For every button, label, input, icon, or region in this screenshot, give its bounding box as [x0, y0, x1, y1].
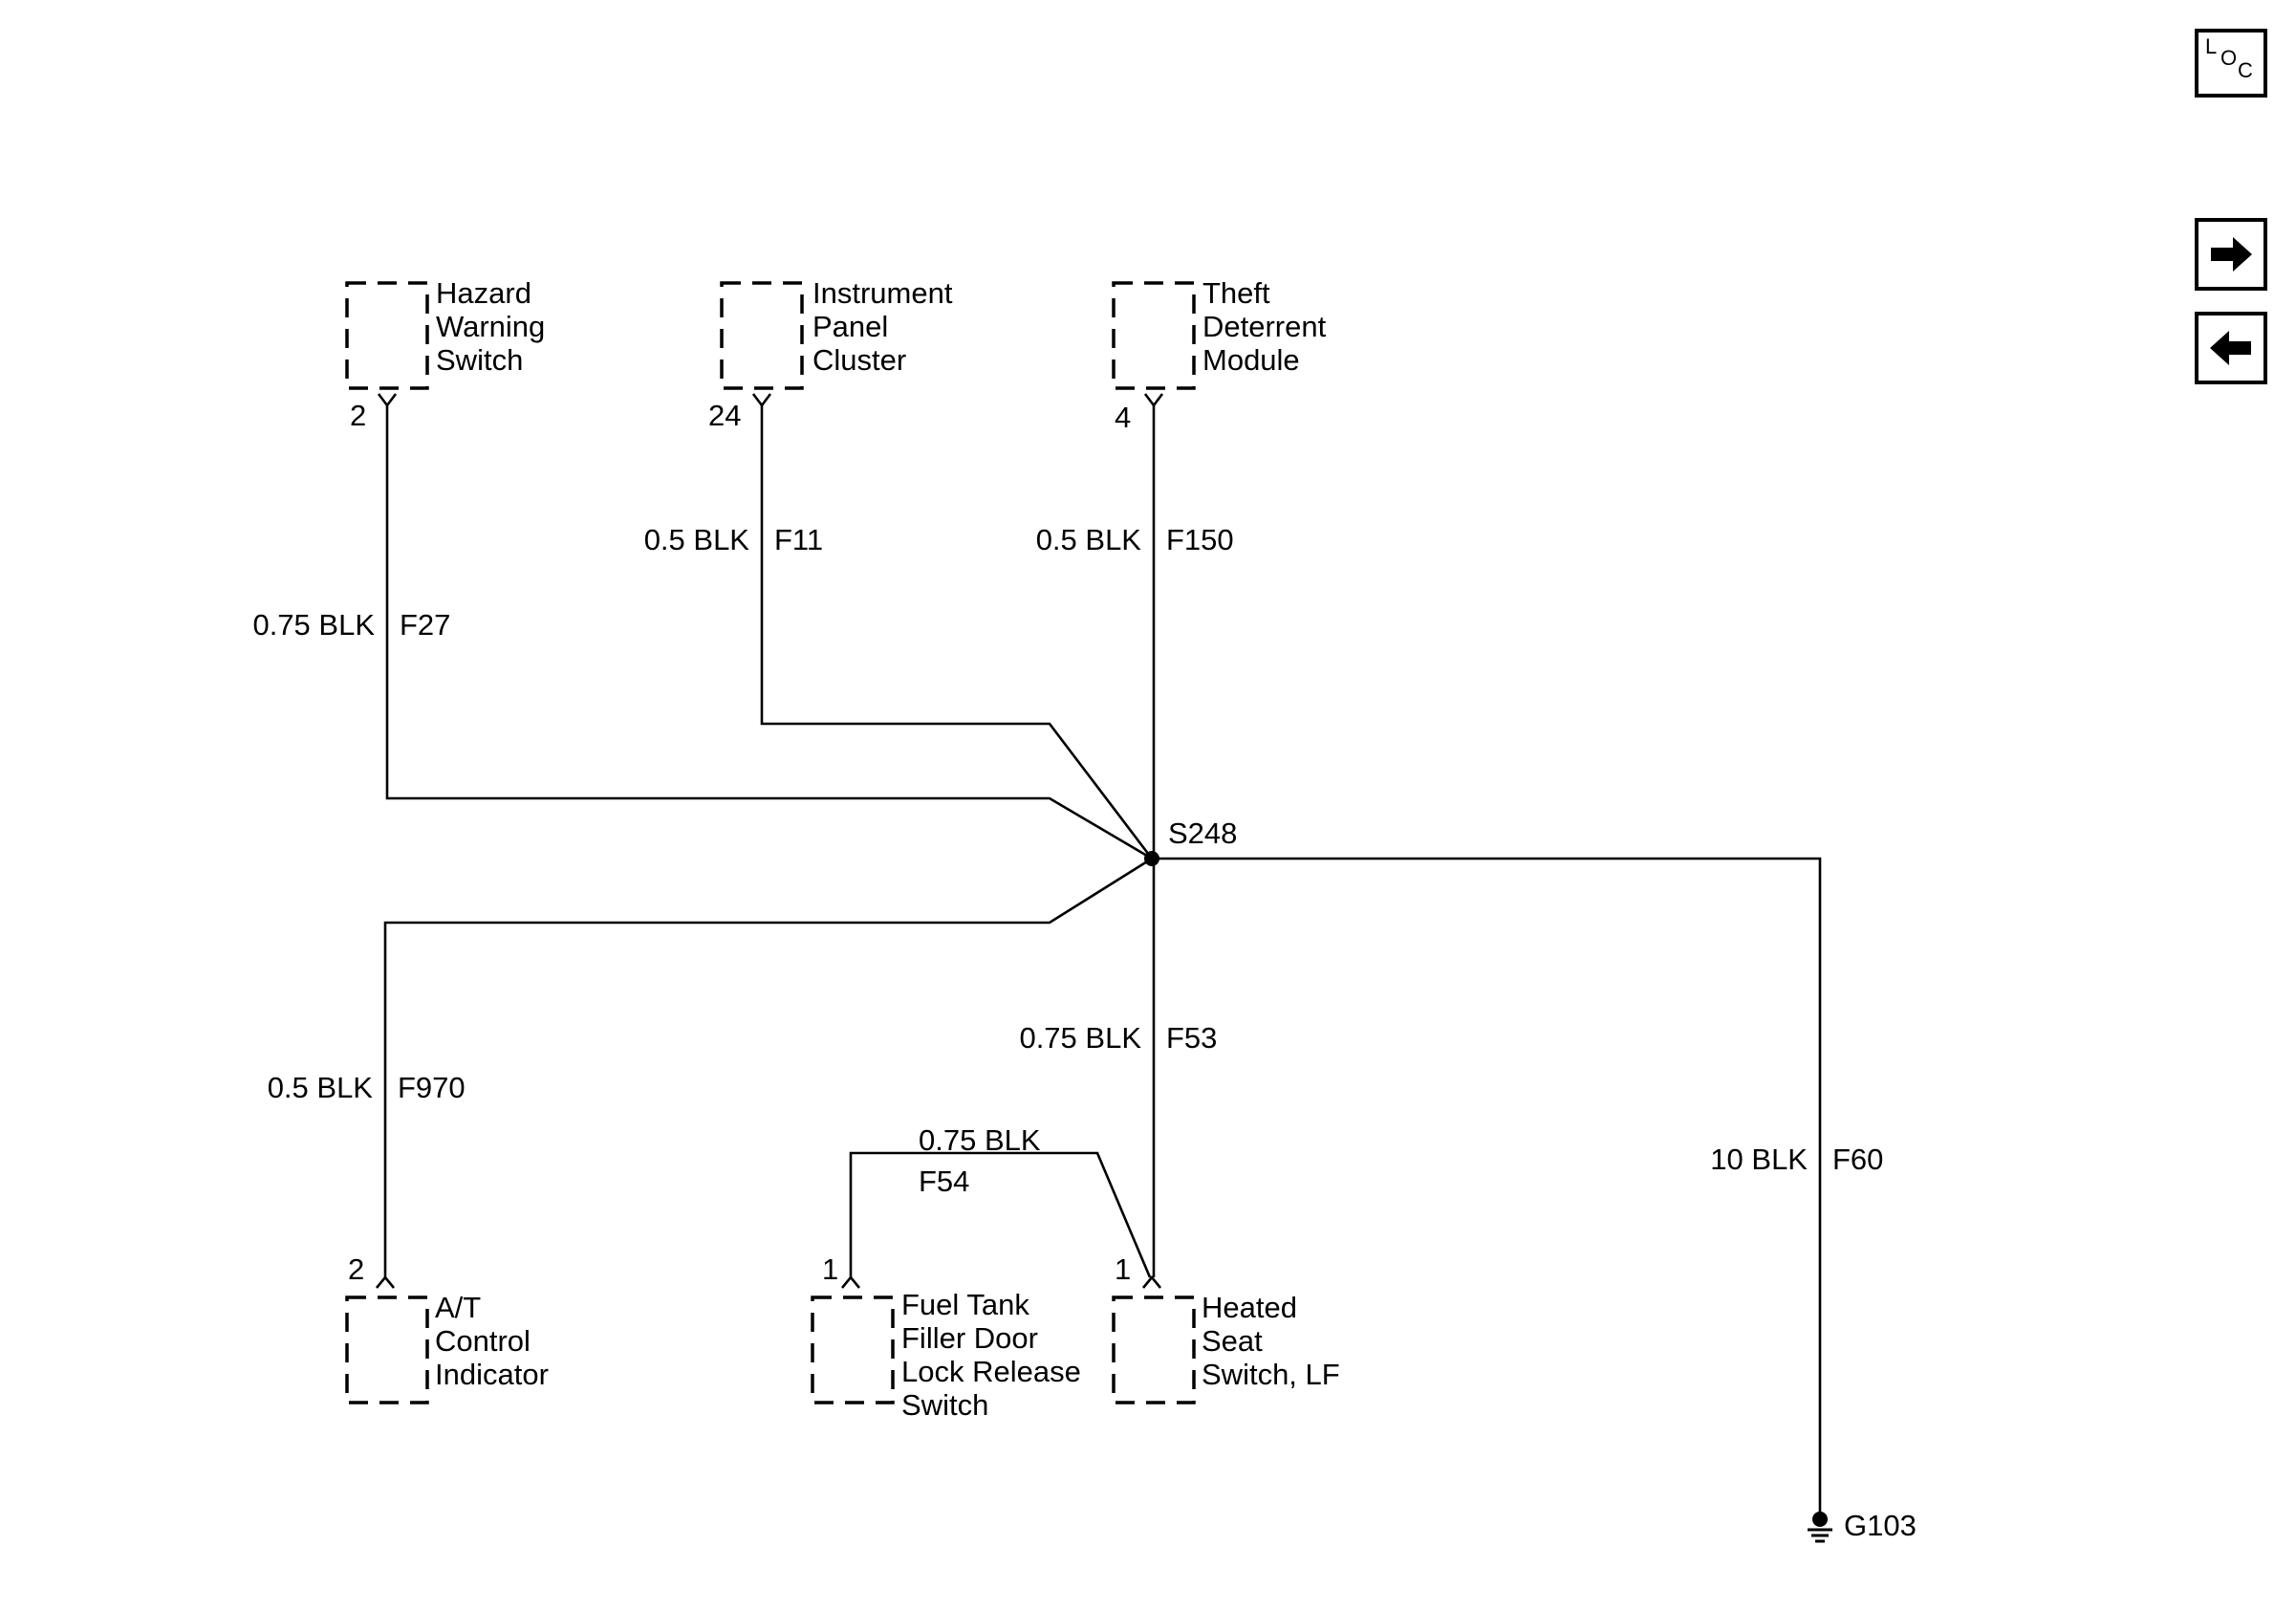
- hazard-pin-number: 2: [350, 399, 366, 432]
- wire-f27-circuit: F27: [400, 608, 450, 642]
- ground-label: G103: [1844, 1509, 1917, 1542]
- fuel-tank-filler-door-switch-label: Fuel Tank Filler Door Lock Release Switc…: [901, 1288, 1081, 1422]
- hazard-connector-terminal: [377, 393, 398, 408]
- wire-f54: [849, 1151, 1152, 1278]
- svg-text:Switch: Switch: [436, 343, 523, 377]
- wire-f54-gauge: 0.75 BLK: [919, 1123, 1041, 1157]
- wire-f27: [385, 405, 1153, 860]
- loc-letter-o: O: [2220, 46, 2238, 70]
- at-connector-terminal: [375, 1274, 396, 1289]
- wire-f11-gauge: 0.5 BLK: [644, 523, 750, 556]
- theft-connector-terminal: [1143, 393, 1164, 408]
- svg-text:Control: Control: [435, 1324, 531, 1358]
- svg-text:Switch, LF: Switch, LF: [1202, 1358, 1340, 1391]
- next-page-button[interactable]: [2195, 218, 2267, 291]
- svg-text:Cluster: Cluster: [812, 343, 906, 377]
- heated-seat-switch-box: [1112, 1295, 1196, 1404]
- heated-seat-switch-label: Heated Seat Switch, LF: [1202, 1291, 1340, 1391]
- wire-f970: [383, 857, 1153, 1277]
- svg-text:Warning: Warning: [436, 310, 545, 343]
- svg-text:Module: Module: [1202, 343, 1300, 377]
- svg-text:Heated: Heated: [1202, 1291, 1297, 1324]
- svg-text:Indicator: Indicator: [435, 1358, 549, 1391]
- ipc-pin-number: 24: [708, 399, 741, 432]
- theft-deterrent-module-box: [1112, 281, 1196, 390]
- svg-text:Fuel Tank: Fuel Tank: [901, 1288, 1029, 1321]
- wire-f970-gauge: 0.5 BLK: [268, 1071, 374, 1104]
- location-button[interactable]: L O C: [2195, 29, 2267, 98]
- splice-s248-dot: [1144, 851, 1159, 866]
- svg-text:Hazard: Hazard: [436, 276, 531, 310]
- theft-pin-number: 4: [1115, 401, 1131, 434]
- arrow-left-icon: [2210, 331, 2251, 365]
- wire-f11: [760, 405, 1154, 860]
- theft-deterrent-module-label: Theft Deterrent Module: [1202, 276, 1327, 377]
- wire-f150-circuit: F150: [1166, 523, 1234, 556]
- wire-f970-circuit: F970: [398, 1071, 466, 1104]
- wire-f11-circuit: F11: [774, 523, 823, 556]
- hazard-warning-switch-label: Hazard Warning Switch: [436, 276, 545, 377]
- ground-icon: [1808, 1512, 1832, 1543]
- fuel-pin-number: 1: [822, 1252, 838, 1286]
- seat-connector-terminal: [1141, 1274, 1162, 1289]
- fuel-connector-terminal: [840, 1274, 861, 1289]
- svg-text:Panel: Panel: [812, 310, 888, 343]
- seat-pin-number: 1: [1115, 1252, 1131, 1286]
- wire-f53-circuit: F53: [1166, 1021, 1217, 1055]
- svg-text:Theft: Theft: [1202, 276, 1270, 310]
- hazard-warning-switch-box: [345, 281, 429, 390]
- wire-f150-gauge: 0.5 BLK: [1036, 523, 1142, 556]
- fuel-tank-filler-door-switch-box: [811, 1295, 895, 1404]
- wire-f60-gauge: 10 BLK: [1710, 1143, 1808, 1176]
- ipc-connector-terminal: [751, 393, 772, 408]
- svg-text:Seat: Seat: [1202, 1324, 1263, 1358]
- loc-letter-c: C: [2238, 58, 2253, 82]
- svg-text:Lock Release: Lock Release: [901, 1355, 1081, 1388]
- wire-f53-gauge: 0.75 BLK: [1019, 1021, 1141, 1055]
- svg-text:Filler Door: Filler Door: [901, 1321, 1038, 1355]
- svg-text:Instrument: Instrument: [812, 276, 953, 310]
- instrument-panel-cluster-box: [720, 281, 804, 390]
- wire-f60: [1154, 857, 1822, 1516]
- arrow-right-icon: [2211, 237, 2252, 272]
- wire-f27-gauge: 0.75 BLK: [252, 608, 375, 642]
- svg-text:Switch: Switch: [901, 1388, 988, 1422]
- svg-text:A/T: A/T: [435, 1291, 481, 1324]
- splice-label: S248: [1168, 816, 1237, 850]
- loc-letter-l: L: [2205, 34, 2218, 58]
- instrument-panel-cluster-label: Instrument Panel Cluster: [812, 276, 953, 377]
- at-pin-number: 2: [348, 1252, 364, 1286]
- previous-page-button[interactable]: [2195, 312, 2267, 384]
- wire-f54-circuit: F54: [919, 1165, 969, 1198]
- at-control-indicator-label: A/T Control Indicator: [435, 1291, 549, 1391]
- at-control-indicator-box: [345, 1295, 429, 1404]
- wire-f60-circuit: F60: [1832, 1143, 1883, 1176]
- svg-text:Deterrent: Deterrent: [1202, 310, 1327, 343]
